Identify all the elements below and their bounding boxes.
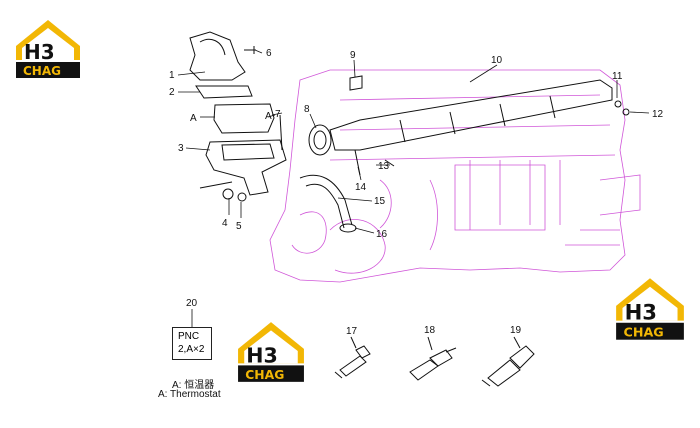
pnc-line2: 2,A×2	[178, 344, 205, 355]
sensor-17	[334, 336, 371, 379]
callout-1: 1	[169, 70, 175, 81]
brand-logo-center: H3 CHAG	[236, 320, 306, 389]
point-label-a-right: A	[265, 111, 272, 122]
pnc-box: PNC 2,A×2	[172, 327, 212, 360]
callout-5: 5	[236, 221, 242, 232]
callout-16: 16	[376, 229, 388, 240]
brand-logo-letters: H3	[246, 343, 278, 367]
brand-logo-mark: H3 CHAG	[238, 322, 304, 382]
engine-block-outline	[269, 69, 641, 283]
brand-logo-word: CHAG	[245, 368, 284, 382]
callout-4: 4	[222, 218, 228, 229]
callout-10: 10	[491, 55, 503, 66]
callout-9: 9	[350, 50, 356, 61]
coolant-hose	[299, 174, 357, 233]
callout-numbers: 1 2 3 4 5 6 7 8 9 10 11 12 13 14 15 16 1…	[169, 48, 664, 337]
thermostat-housing	[189, 31, 287, 202]
callout-14: 14	[355, 182, 367, 193]
brand-logo-mark: H3 CHAG	[616, 278, 684, 340]
brand-logo-mark: H3 CHAG	[16, 20, 80, 78]
leader-lines	[177, 49, 650, 327]
brand-logo-word: CHAG	[23, 64, 61, 78]
callout-18: 18	[424, 325, 436, 336]
callout-8: 8	[304, 104, 310, 115]
callout-17: 17	[346, 326, 358, 337]
callout-11: 11	[612, 71, 623, 82]
callout-2: 2	[169, 87, 175, 98]
brand-logo-letters: H3	[24, 40, 55, 64]
callout-15: 15	[374, 196, 386, 207]
point-label-a-left: A	[190, 113, 197, 124]
pnc-line1: PNC	[178, 331, 200, 342]
callout-3: 3	[178, 143, 184, 154]
callout-20: 20	[186, 298, 198, 309]
sensor-19	[481, 336, 535, 387]
callout-19: 19	[510, 325, 522, 336]
callout-7: 7	[275, 109, 281, 120]
brand-logo-right: H3 CHAG	[614, 276, 686, 347]
callout-12: 12	[652, 109, 664, 120]
water-manifold	[308, 75, 630, 176]
callout-13: 13	[378, 161, 390, 172]
brand-logo-word: CHAG	[624, 325, 664, 340]
legend-chinese: A: 恒温器	[172, 380, 215, 391]
legend-english: A: Thermostat	[158, 389, 221, 400]
callout-6: 6	[266, 48, 272, 59]
brand-logo-letters: H3	[625, 300, 657, 325]
brand-logo-top-left: H3 CHAG	[14, 18, 82, 85]
sensor-18	[409, 336, 457, 381]
